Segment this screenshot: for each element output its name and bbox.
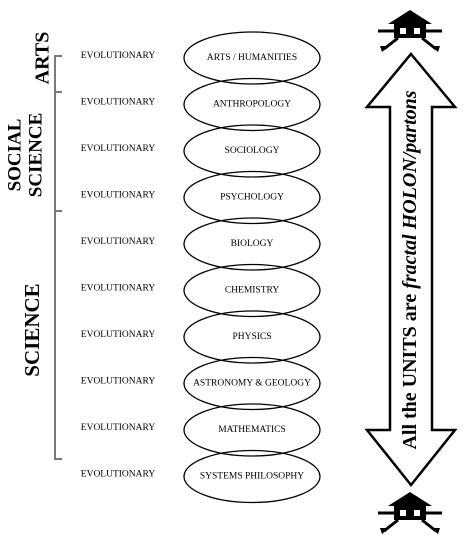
field-ellipse <box>183 263 321 318</box>
arrow-caption-italic: fractal HOLON/partons <box>399 90 421 289</box>
layer-row: EVOLUTIONARY ARTS / HUMANITIES <box>81 31 321 85</box>
group-brackets <box>54 55 62 460</box>
evolutionary-label: EVOLUTIONARY <box>81 470 156 480</box>
group-label-science: SCIENCE <box>20 283 44 376</box>
holon-icon-top <box>378 10 442 52</box>
field-ellipse <box>183 356 321 411</box>
evolutionary-label: EVOLUTIONARY <box>81 98 156 108</box>
field-label: ASTRONOMY & GEOLOGY <box>193 379 311 389</box>
layer-row: EVOLUTIONARY SOCIOLOGY <box>81 124 321 178</box>
field-ellipse <box>183 31 321 85</box>
layer-row: EVOLUTIONARY CHEMISTRY <box>81 263 321 318</box>
layer-row: EVOLUTIONARY BIOLOGY <box>81 217 321 271</box>
field-ellipse <box>183 77 321 132</box>
field-label: SOCIOLOGY <box>225 146 280 156</box>
evolutionary-label: EVOLUTIONARY <box>81 191 156 201</box>
bracket-science <box>54 211 62 460</box>
group-label-science-social: SCIENCE <box>25 113 46 197</box>
field-ellipse <box>183 217 321 271</box>
layer-row: EVOLUTIONARY ASTRONOMY & GEOLOGY <box>81 356 321 411</box>
group-label-social: SOCIAL <box>4 119 25 192</box>
evolutionary-label: EVOLUTIONARY <box>81 144 156 154</box>
field-ellipse <box>183 310 321 364</box>
layer-row: EVOLUTIONARY PSYCHOLOGY <box>81 170 321 225</box>
field-label: PSYCHOLOGY <box>220 193 284 203</box>
evolutionary-label: EVOLUTIONARY <box>81 237 156 247</box>
layer-row: EVOLUTIONARY PHYSICS <box>81 310 321 364</box>
field-ellipse <box>183 449 321 504</box>
field-label: MATHEMATICS <box>218 425 286 435</box>
layer-row: EVOLUTIONARY ANTHROPOLOGY <box>81 77 321 132</box>
arrow-caption-plain: All the UNITS are <box>399 294 421 450</box>
field-label: CHEMISTRY <box>225 286 280 296</box>
field-label: PHYSICS <box>232 332 271 342</box>
evolutionary-label: EVOLUTIONARY <box>81 284 156 294</box>
group-label-arts: ARTS <box>32 32 54 85</box>
holon-icon-bottom <box>378 492 442 534</box>
field-ellipse <box>183 170 321 225</box>
field-label: ARTS / HUMANITIES <box>207 53 297 63</box>
field-label: BIOLOGY <box>231 239 274 249</box>
evolutionary-label: EVOLUTIONARY <box>81 377 156 387</box>
field-label: ANTHROPOLOGY <box>213 100 291 110</box>
field-ellipse <box>183 403 321 457</box>
evolutionary-label: EVOLUTIONARY <box>81 51 156 61</box>
evolutionary-label: EVOLUTIONARY <box>81 330 156 340</box>
field-label: SYSTEMS PHILOSOPHY <box>200 472 304 482</box>
field-ellipse <box>183 124 321 178</box>
evolutionary-label: EVOLUTIONARY <box>81 423 156 433</box>
layer-row: EVOLUTIONARY MATHEMATICS <box>81 403 321 457</box>
double-arrow-icon <box>364 52 458 488</box>
layer-row: EVOLUTIONARY SYSTEMS PHILOSOPHY <box>81 449 321 504</box>
bracket-social-science <box>54 92 62 212</box>
arrow-caption: All the UNITS are fractal HOLON/partons <box>399 90 421 449</box>
bracket-arts <box>54 55 62 93</box>
